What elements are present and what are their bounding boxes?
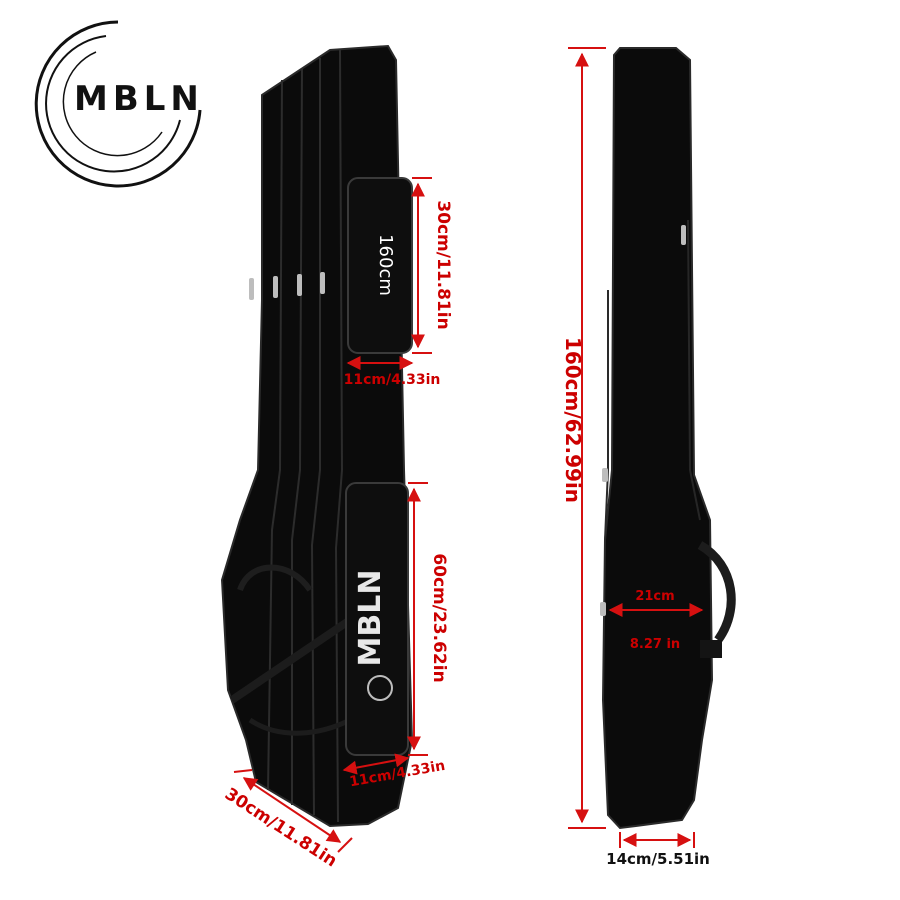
side-depth-in-label: 8.27 in bbox=[630, 637, 680, 652]
bag-logo-emblem-icon bbox=[367, 675, 393, 701]
bag-length-label: 160cm/62.99in bbox=[561, 337, 585, 503]
small-pocket-height-label: 30cm/11.81in bbox=[433, 200, 453, 329]
zipper-pull-icon bbox=[600, 225, 686, 616]
bag-print: MBLN bbox=[353, 570, 388, 667]
fishing-rod-bag-front: 160cm MBLN bbox=[220, 44, 414, 828]
bag-side-body bbox=[601, 47, 714, 830]
logo-text: MBLN bbox=[74, 79, 204, 119]
small-pocket-width-label: 11cm/4.33in bbox=[344, 372, 441, 388]
bottom-depth-label: 14cm/5.51in bbox=[606, 850, 710, 868]
side-depth-cm-label: 21cm bbox=[635, 589, 674, 604]
mbln-logo-icon: MBLN bbox=[34, 20, 204, 188]
fishing-rod-bag-side bbox=[600, 47, 736, 830]
dimension-lines bbox=[233, 47, 704, 853]
small-pocket-print: 160cm bbox=[375, 234, 396, 296]
large-pocket-height-label: 60cm/23.62in bbox=[429, 553, 449, 682]
